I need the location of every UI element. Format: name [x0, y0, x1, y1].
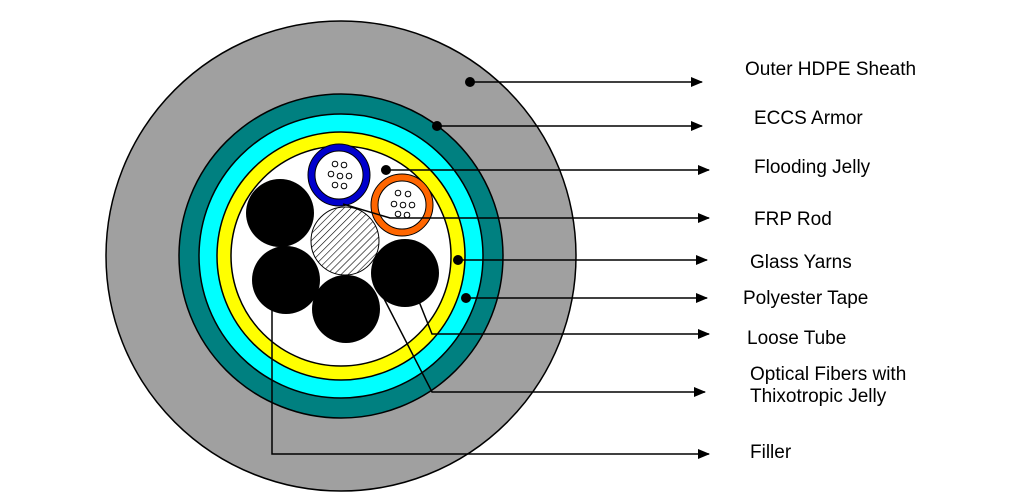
label-polyester-tape: Polyester Tape	[743, 288, 869, 309]
loose-tube-blue	[307, 143, 371, 207]
leader-line-frp-rod	[342, 203, 710, 223]
filler-element	[252, 246, 320, 314]
leader-line-optical-fibers	[377, 286, 706, 397]
leader-line-loose-tube	[415, 293, 710, 339]
label-frp-rod: FRP Rod	[754, 209, 832, 230]
label-glass-yarns: Glass Yarns	[750, 252, 852, 273]
loose-tube-orange	[370, 173, 434, 237]
leader-line-filler	[271, 265, 710, 459]
frp-rod	[310, 206, 380, 276]
label-optical-fibers: Optical Fibers with Thixotropic Jelly	[750, 364, 970, 408]
label-optical-fibers-line1: Optical Fibers with	[750, 364, 907, 385]
filler-element	[312, 275, 380, 343]
label-filler: Filler	[750, 442, 792, 463]
label-flooding-jelly: Flooding Jelly	[754, 157, 871, 178]
filler-element	[246, 179, 314, 247]
label-eccs-armor: ECCS Armor	[754, 108, 863, 129]
label-optical-fibers-line2: Thixotropic Jelly	[750, 386, 887, 407]
filler-element	[371, 239, 439, 307]
label-outer-hdpe-sheath: Outer HDPE Sheath	[745, 59, 917, 80]
label-loose-tube: Loose Tube	[747, 328, 847, 349]
